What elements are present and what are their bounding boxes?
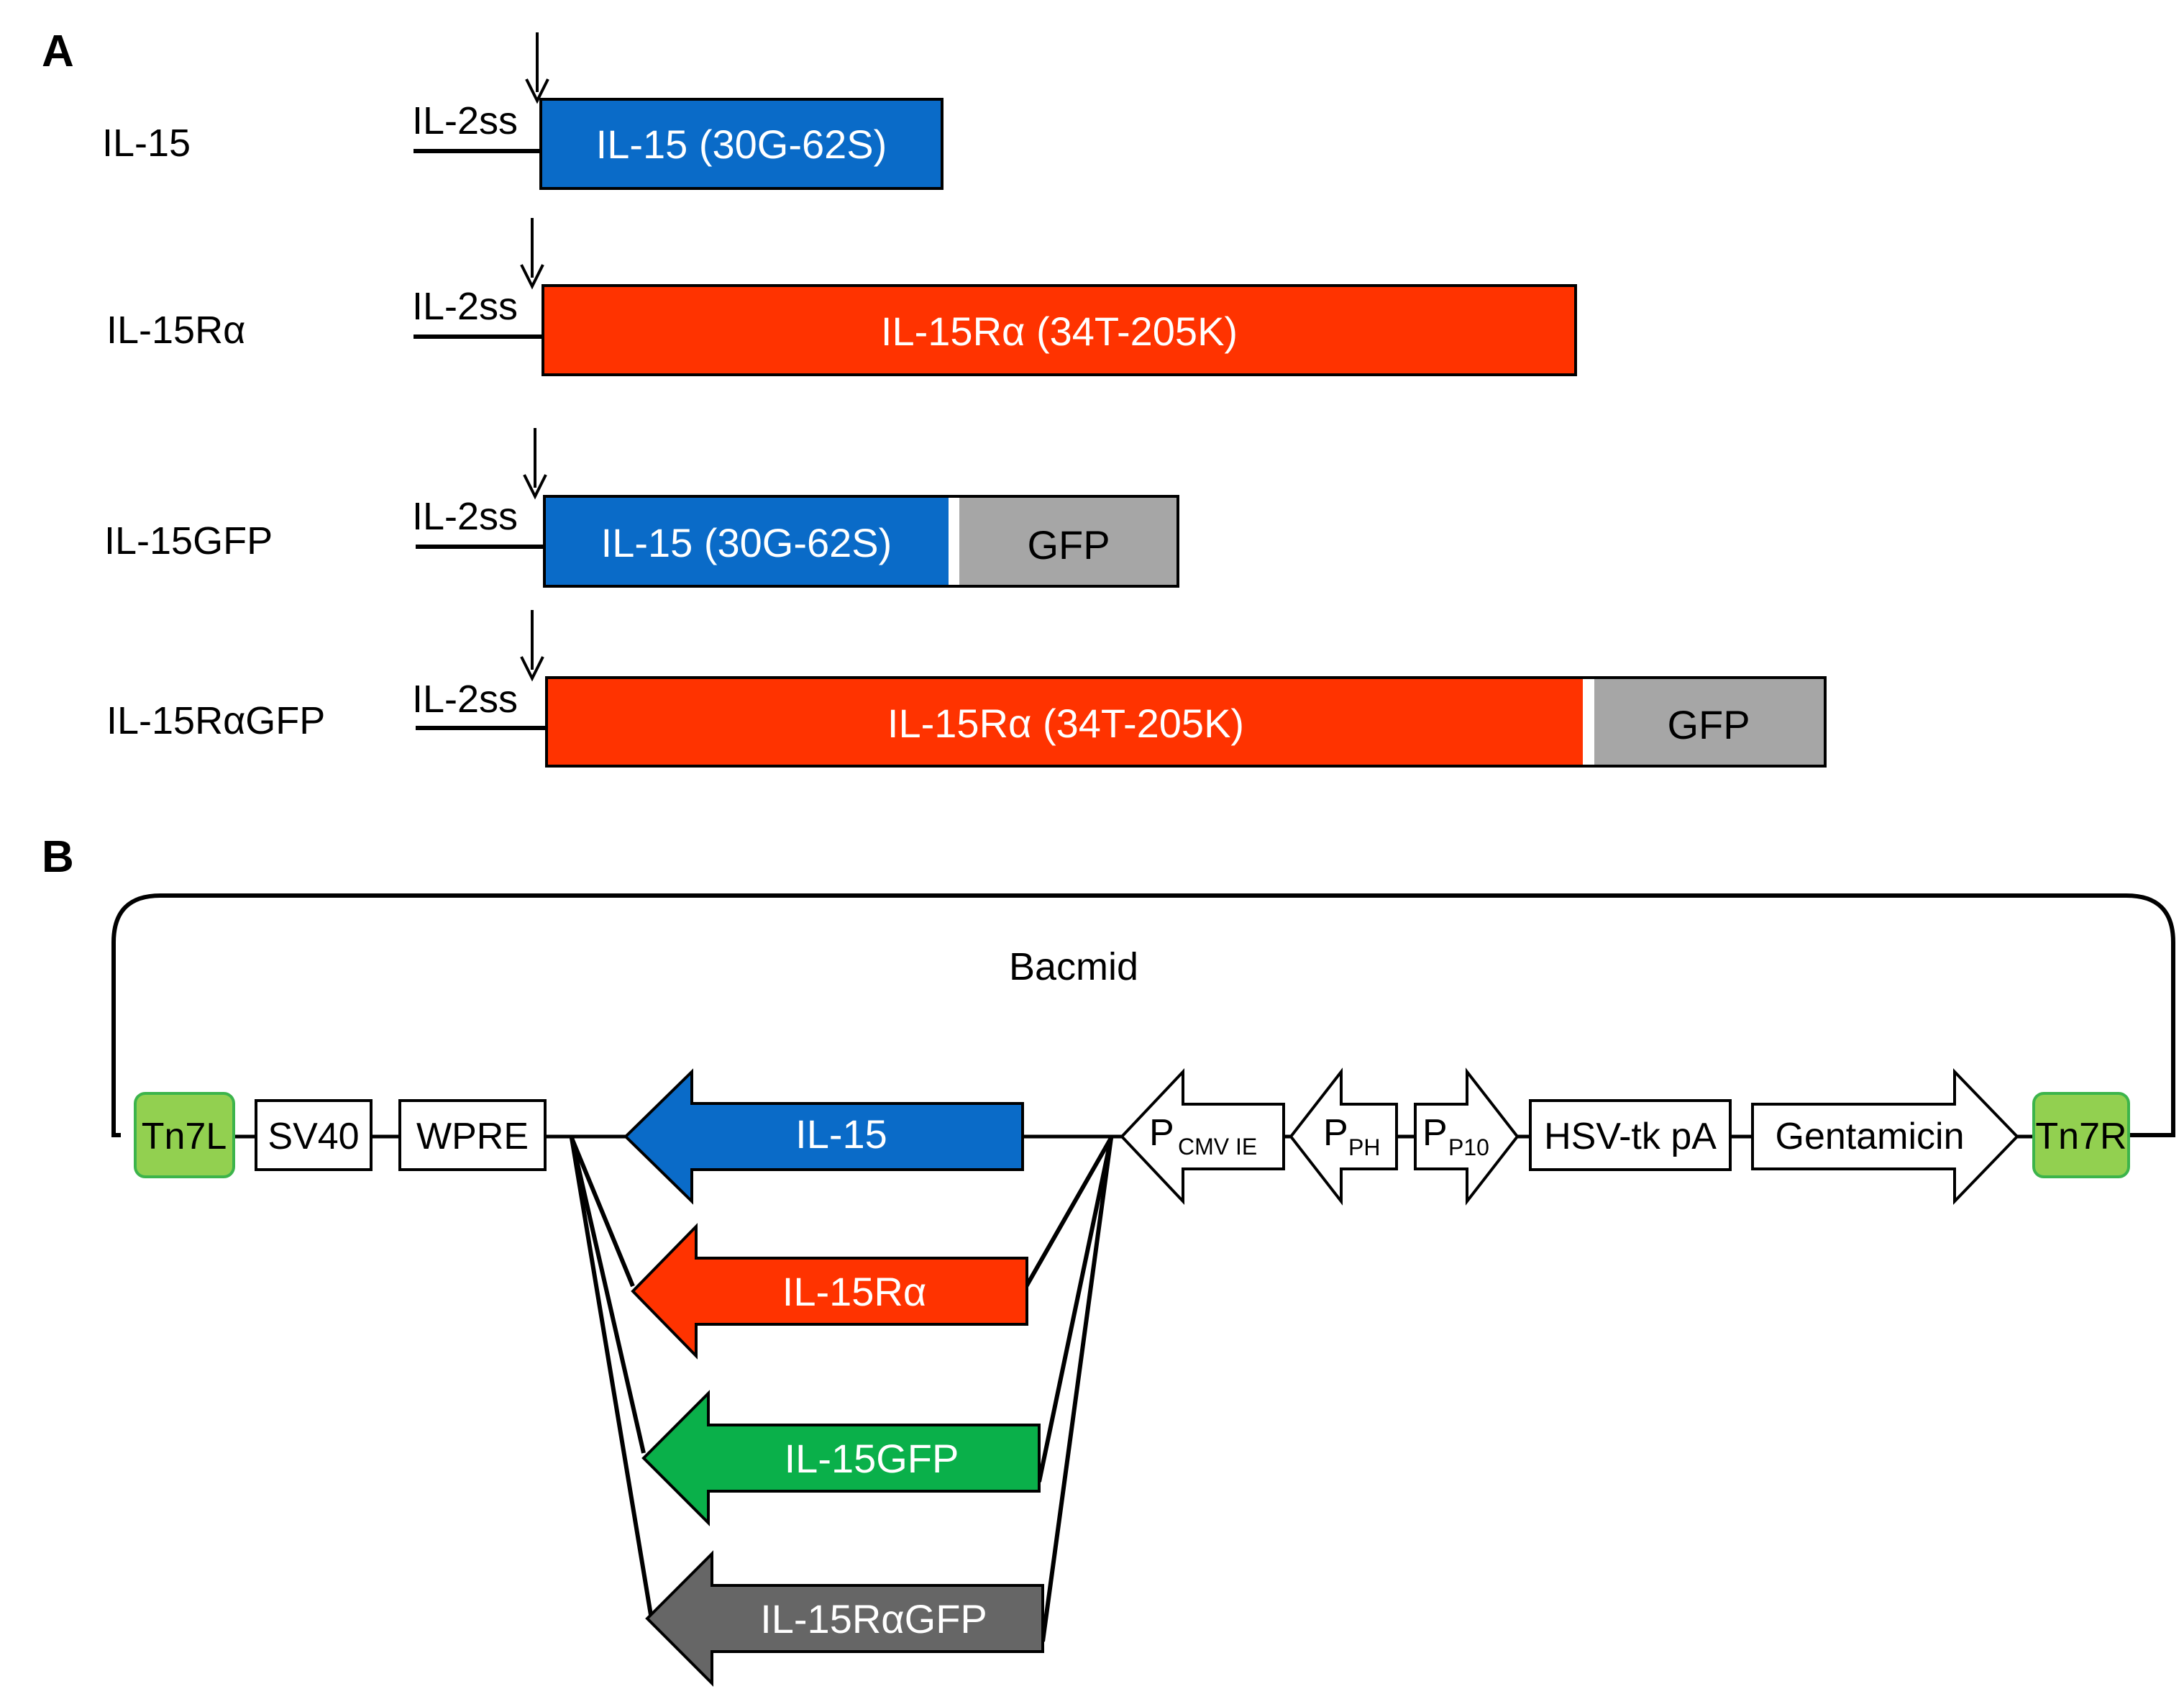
insert-arrow-icon [641, 1390, 1041, 1526]
insert-il15ragfp: IL-15RαGFP [645, 1550, 1044, 1687]
gene-arrow-icon [1751, 1068, 2019, 1205]
tn7l-element [134, 1092, 235, 1178]
p-cmv-ie-promoter: P CMV IE [1120, 1067, 1285, 1206]
wpre-element [398, 1099, 547, 1171]
segment-label: GFP [1027, 522, 1110, 568]
panel-b: Bacmid Tn7L SV40 WPRE IL-15 IL-15Rα [111, 893, 2175, 1687]
insert-label: IL-15 [795, 1111, 887, 1157]
construct-row-il15: IL-15 IL-2ss IL-15 (30G-62S) [102, 32, 943, 190]
cleavage-arrow-icon [520, 218, 544, 290]
signal-peptide-label: IL-2ss [412, 495, 518, 538]
insert-arrow-icon [623, 1068, 1024, 1205]
tn7l-label: Tn7L [142, 1116, 227, 1157]
construct-row-il15ragfp: IL-15RαGFP IL-2ss IL-15Rα (34T-205K) GFP [106, 610, 1827, 768]
gentamicin-label: Gentamicin [1776, 1116, 1965, 1157]
insert-arrow-icon [645, 1550, 1044, 1687]
p-p10-main: P [1422, 1112, 1448, 1154]
p-cmv-main: P [1149, 1112, 1174, 1154]
segment-gfp [1594, 679, 1824, 765]
p-p10-sub: P10 [1448, 1134, 1489, 1160]
insert-il15ra: IL-15Rα [631, 1223, 1028, 1360]
p-ph-promoter: P PH [1289, 1067, 1398, 1206]
insert-label: IL-15Rα [782, 1269, 926, 1314]
wpre-label: WPRE [416, 1116, 529, 1157]
construct-name: IL-15Rα [106, 309, 245, 352]
construct-name: IL-15GFP [104, 519, 273, 563]
promoter-arrow-icon [1414, 1067, 1520, 1206]
cleavage-arrow-icon [523, 428, 547, 500]
signal-peptide-label: IL-2ss [412, 99, 518, 142]
segment-il15 [546, 498, 949, 585]
promoter-arrow-icon [1120, 1067, 1285, 1206]
construct-row-il15gfp: IL-15GFP IL-2ss IL-15 (30G-62S) GFP [104, 428, 1179, 588]
tn7r-label: Tn7R [2035, 1116, 2126, 1157]
bacmid-backbone [111, 893, 2175, 1137]
p-ph-main: P [1323, 1112, 1348, 1154]
p-ph-sub: PH [1348, 1134, 1380, 1160]
segment-il15 [539, 98, 943, 190]
segment-label: IL-15 (30G-62S) [596, 122, 887, 167]
panel-letter-a: A [42, 27, 74, 76]
construct-name: IL-15 [102, 122, 191, 165]
segment-label: IL-15Rα (34T-205K) [881, 309, 1238, 354]
segment-label: GFP [1667, 702, 1750, 747]
insert-junction-lines [570, 1137, 1113, 1642]
panel-letter-b: B [42, 832, 74, 882]
promoter-arrow-icon [1289, 1067, 1398, 1206]
segment-label: IL-15Rα (34T-205K) [887, 701, 1244, 746]
gentamicin-gene: Gentamicin [1751, 1068, 2019, 1205]
segment-gfp [959, 498, 1176, 585]
sv40-label: SV40 [268, 1116, 359, 1157]
tn7r-element [2032, 1092, 2130, 1178]
insert-il15gfp: IL-15GFP [641, 1390, 1041, 1526]
signal-peptide-label: IL-2ss [412, 678, 518, 721]
p-cmv-sub: CMV IE [1178, 1134, 1257, 1160]
hsv-tk-pa-label: HSV-tk pA [1544, 1116, 1717, 1157]
hsv-tk-pa-element [1529, 1099, 1732, 1171]
insert-label: IL-15RαGFP [760, 1596, 987, 1642]
p-p10-promoter: P P10 [1414, 1067, 1520, 1206]
cleavage-arrow-icon [520, 610, 544, 682]
insert-label: IL-15GFP [785, 1436, 959, 1481]
segment-label: IL-15 (30G-62S) [601, 520, 892, 565]
insert-arrow-icon [631, 1223, 1028, 1360]
insert-il15: IL-15 [623, 1068, 1024, 1205]
cleavage-arrow-icon [525, 32, 549, 104]
sv40-element [255, 1099, 373, 1171]
bacmid-label: Bacmid [1009, 945, 1138, 988]
construct-row-il15ra: IL-15Rα IL-2ss IL-15Rα (34T-205K) [106, 218, 1577, 376]
segment-il15ra [542, 284, 1577, 376]
signal-peptide-label: IL-2ss [412, 285, 518, 328]
segment-il15ra [548, 679, 1583, 765]
construct-name: IL-15RαGFP [106, 699, 325, 742]
panel-a: IL-15 IL-2ss IL-15 (30G-62S) IL-15Rα IL-… [102, 32, 1827, 768]
